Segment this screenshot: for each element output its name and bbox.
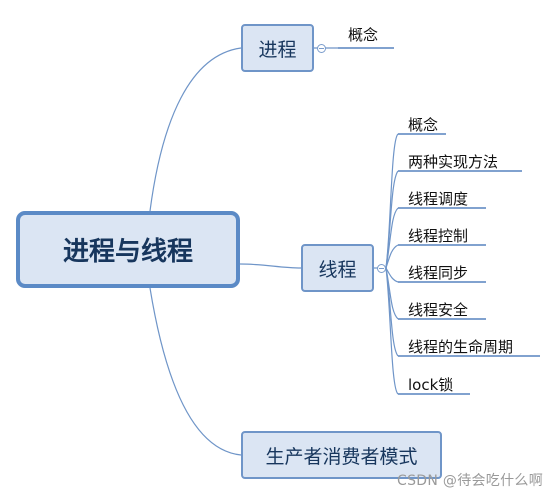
subtopic-lock[interactable]: lock锁 [408,376,454,394]
collapse-toggle-icon[interactable] [317,44,326,53]
topic-producer-consumer[interactable]: 生产者消费者模式 [241,431,442,479]
connector-thread-leaf-5 [385,267,399,283]
watermark-text: CSDN @待会吃什么啊 [397,473,543,489]
connector-thread-leaf-3 [385,207,399,269]
subtopic-thread-control[interactable]: 线程控制 [408,227,469,245]
subtopic-thread-scheduling[interactable]: 线程调度 [408,190,469,208]
subtopic-thread-safety[interactable]: 线程安全 [408,301,469,319]
connector-root-to-thread [239,263,302,269]
subtopic-thread-lifecycle[interactable]: 线程的生命周期 [408,338,514,356]
root-topic[interactable]: 进程与线程 [16,211,240,288]
subtopic-process-concept[interactable]: 概念 [348,26,379,44]
connector-root-to-producer-consumer [149,287,242,456]
connector-thread-leaf-4 [385,244,399,269]
subtopic-two-implementations[interactable]: 两种实现方法 [408,153,499,171]
connector-thread-leaf-8 [385,267,399,395]
subtopic-thread-sync[interactable]: 线程同步 [408,264,469,282]
topic-process[interactable]: 进程 [241,24,314,72]
subtopic-thread-concept[interactable]: 概念 [408,116,439,134]
topic-thread[interactable]: 线程 [301,244,374,292]
connector-root-to-process [149,47,242,212]
collapse-toggle-icon[interactable] [377,264,386,273]
